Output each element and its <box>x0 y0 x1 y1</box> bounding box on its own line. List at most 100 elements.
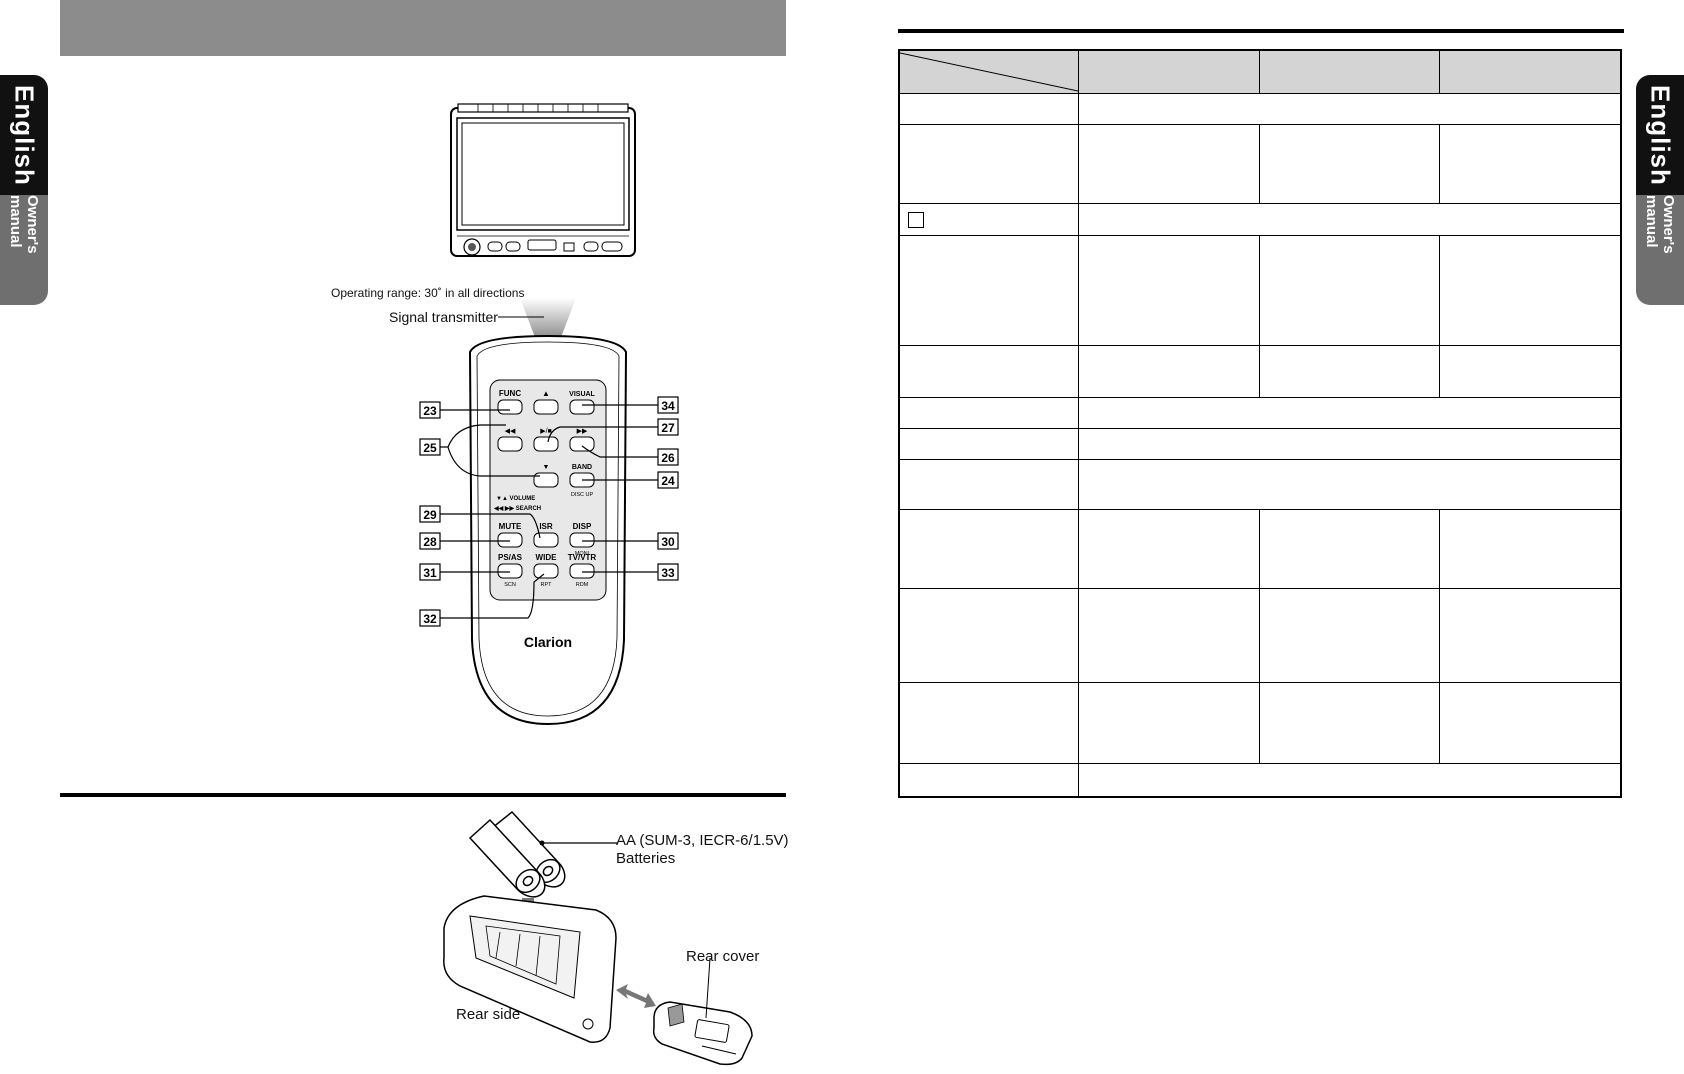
svg-text:▶▶: ▶▶ <box>577 428 588 435</box>
callout-23: 23 <box>423 404 437 418</box>
table-cell <box>1078 682 1260 764</box>
svg-text:▼: ▼ <box>543 464 550 471</box>
section-header-bar <box>60 0 786 56</box>
table-cell <box>1078 203 1622 236</box>
batteries-label: Batteries <box>616 850 676 867</box>
table-header-cell <box>1438 49 1622 94</box>
table-cell <box>898 93 1079 125</box>
language-tab: English <box>1636 75 1684 195</box>
callout-32: 32 <box>423 612 437 626</box>
band-button-label: BAND <box>572 464 592 471</box>
table-cell <box>1078 509 1260 589</box>
scn-label: SCN <box>504 582 516 588</box>
svg-text:▲: ▲ <box>542 389 550 398</box>
table-row <box>898 345 1622 398</box>
table-row <box>898 682 1622 764</box>
manual-label: Owner's manual <box>1643 195 1677 254</box>
table-header-cell <box>1078 49 1260 94</box>
disc-up-label: DISC UP <box>571 492 594 498</box>
ps-as-button-label: PS/AS <box>498 553 523 562</box>
battery-type-label: AA (SUM-3, IECR-6/1.5V) <box>616 832 789 849</box>
head-unit-illustration <box>450 103 636 257</box>
table-cell <box>898 588 1079 683</box>
moni-label: MONI <box>575 551 590 557</box>
table-cell <box>898 124 1079 204</box>
search-label: ◀◀ ▶▶ SEARCH <box>493 505 541 512</box>
table-cell <box>1078 459 1622 510</box>
table-row <box>898 459 1622 510</box>
side-tab-right: English Owner's manual <box>1636 75 1684 305</box>
table-row <box>898 235 1622 346</box>
table-cell <box>1258 509 1440 589</box>
language-label: English <box>9 84 40 186</box>
disp-button-label: DISP <box>573 522 592 531</box>
side-tab-left: English Owner's manual <box>0 75 48 305</box>
isr-button-label: ISR <box>539 522 553 531</box>
callout-28: 28 <box>423 535 437 549</box>
callout-33: 33 <box>661 566 675 580</box>
table-cell <box>898 397 1079 429</box>
table-cell <box>1438 682 1622 764</box>
callout-26: 26 <box>661 451 675 465</box>
callout-27: 27 <box>661 421 675 435</box>
battery-installation-illustration <box>443 810 753 1066</box>
volume-label: ▼▲ VOLUME <box>496 496 535 502</box>
table-cell <box>898 428 1079 460</box>
table-corner-cell <box>898 49 1079 94</box>
signal-transmitter-label: Signal transmitter <box>389 309 498 325</box>
table-cell <box>1078 397 1622 429</box>
rdm-label: RDM <box>576 582 589 588</box>
brand-logo: Clarion <box>524 634 572 650</box>
rear-cover-label: Rear cover <box>686 948 760 965</box>
callout-30: 30 <box>661 535 675 549</box>
func-button-label: FUNC <box>499 389 521 398</box>
table-cell <box>1078 93 1622 125</box>
table-cell <box>898 235 1079 346</box>
table-row <box>898 509 1622 589</box>
table-row <box>898 93 1622 125</box>
table-cell <box>1078 345 1260 398</box>
table-cell <box>1078 428 1622 460</box>
svg-text:▶/■: ▶/■ <box>540 428 552 435</box>
table-row <box>898 397 1622 429</box>
table-row <box>898 203 1622 236</box>
visual-button-label: VISUAL <box>569 391 595 398</box>
table-cell <box>1438 235 1622 346</box>
mute-button-label: MUTE <box>499 522 522 531</box>
table-cell <box>1258 588 1440 683</box>
callout-25: 25 <box>423 441 437 455</box>
table-header-cell <box>1258 49 1440 94</box>
table-cell <box>898 509 1079 589</box>
section-divider <box>60 793 786 797</box>
table-cell <box>1258 682 1440 764</box>
diagonal-line <box>900 52 1078 92</box>
language-tab: English <box>0 75 48 195</box>
rear-side-label: Rear side <box>456 1006 521 1023</box>
table-cell <box>1258 345 1440 398</box>
function-table <box>898 49 1622 798</box>
table-top-rule <box>898 29 1624 33</box>
table-cell <box>1078 588 1260 683</box>
remote-control-illustration: FUNC ▲ VISUAL ◀◀ ▶/■ ▶▶ ▼ BAND DISC UP ▼… <box>419 298 679 726</box>
callout-31: 31 <box>423 566 437 580</box>
table-cell <box>1438 588 1622 683</box>
table-row <box>898 588 1622 683</box>
tv-vtr-button-label: TV/VTR <box>568 553 597 562</box>
table-cell <box>898 345 1079 398</box>
svg-text:◀◀: ◀◀ <box>505 428 516 435</box>
table-cell <box>1438 345 1622 398</box>
callout-24: 24 <box>661 474 675 488</box>
rpt-label: RPT <box>541 582 553 588</box>
table-cell <box>1078 763 1622 797</box>
table-cell <box>1438 509 1622 589</box>
table-cell <box>1438 124 1622 204</box>
checkbox-icon <box>908 212 924 228</box>
table-cell <box>898 203 1079 236</box>
callout-34: 34 <box>661 399 675 413</box>
table-header-row <box>898 49 1622 94</box>
table-cell <box>1078 235 1260 346</box>
table-cell <box>1258 124 1440 204</box>
callout-29: 29 <box>423 508 437 522</box>
table-cell <box>898 682 1079 764</box>
table-cell <box>1258 235 1440 346</box>
